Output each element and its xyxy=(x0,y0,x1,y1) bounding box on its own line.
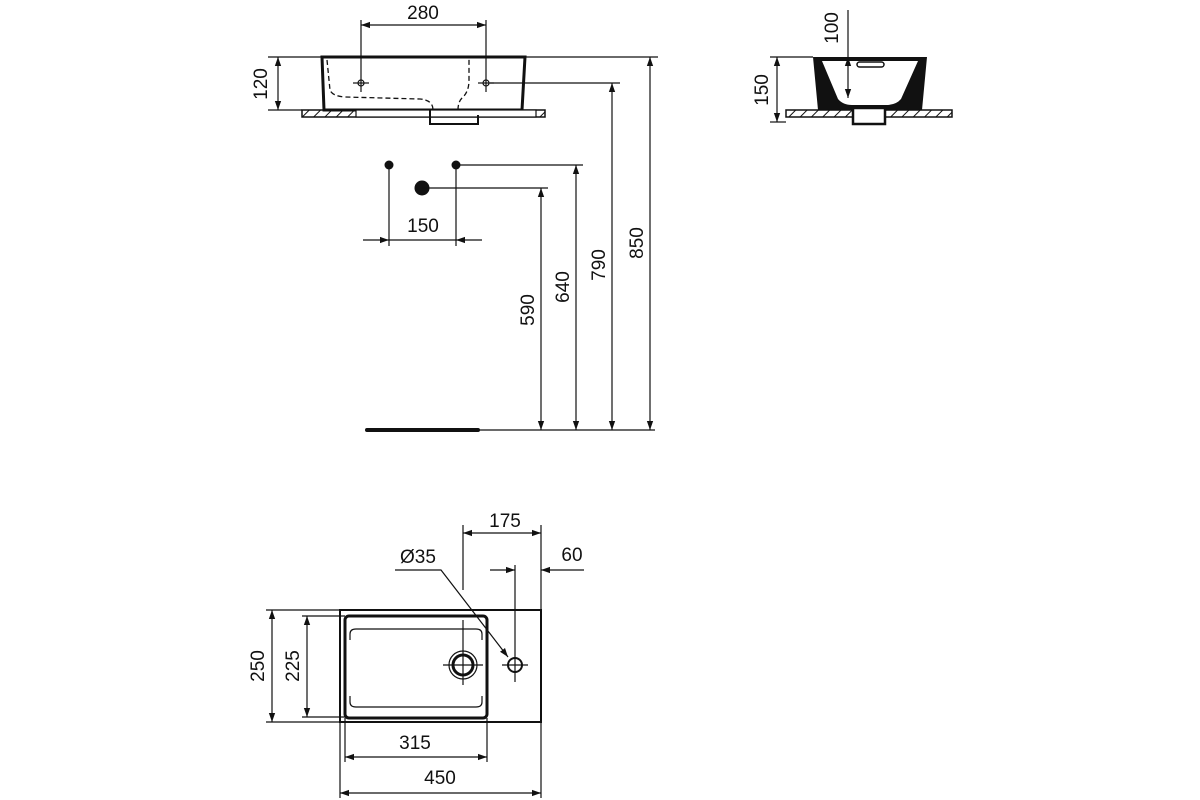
dim-side-basin-height: 150 xyxy=(752,74,773,106)
basin-outer-outline xyxy=(339,609,542,723)
dim-drain-diameter: Ø35 xyxy=(400,547,436,568)
dim-overall-width: 450 xyxy=(424,768,456,789)
dim-total-height: 850 xyxy=(627,227,648,259)
dim-overflow-depth: 100 xyxy=(822,12,843,44)
dim-tap-height: 790 xyxy=(589,249,610,281)
dim-basin-height: 120 xyxy=(251,68,272,100)
overflow-slot xyxy=(856,61,885,68)
basin-side-outline xyxy=(813,57,927,110)
bowl-outline xyxy=(343,614,489,720)
dim-inner-depth: 225 xyxy=(283,650,304,682)
dim-tap-hole-spacing: 280 xyxy=(407,3,439,24)
plan-view: 175 60 Ø35 250 225 315 450 xyxy=(248,511,584,798)
tap-hole-cross-left xyxy=(353,76,369,92)
waste-outlet xyxy=(429,110,479,125)
dim-supply-spacing: 150 xyxy=(407,216,439,237)
dim-drain-offset: 175 xyxy=(489,511,521,532)
dim-tap-offset: 60 xyxy=(561,545,582,566)
bowl-inner-line xyxy=(349,628,483,708)
tap-hole-icon xyxy=(502,565,528,682)
side-view: 100 150 xyxy=(752,10,953,126)
dim-waste-height: 590 xyxy=(518,294,539,326)
diameter-leader xyxy=(395,569,509,658)
dim-outer-depth: 250 xyxy=(248,650,269,682)
front-view: 280 120 150 590 640 790 850 xyxy=(251,3,658,432)
countertop-cutout xyxy=(355,109,537,118)
drain-icon xyxy=(443,620,483,685)
basin-inner-hidden-line xyxy=(326,57,470,111)
tap-hole-cross-right xyxy=(478,76,494,92)
dim-bowl-width: 315 xyxy=(399,733,431,754)
dim-supply-height: 640 xyxy=(553,271,574,303)
side-waste xyxy=(851,106,887,126)
